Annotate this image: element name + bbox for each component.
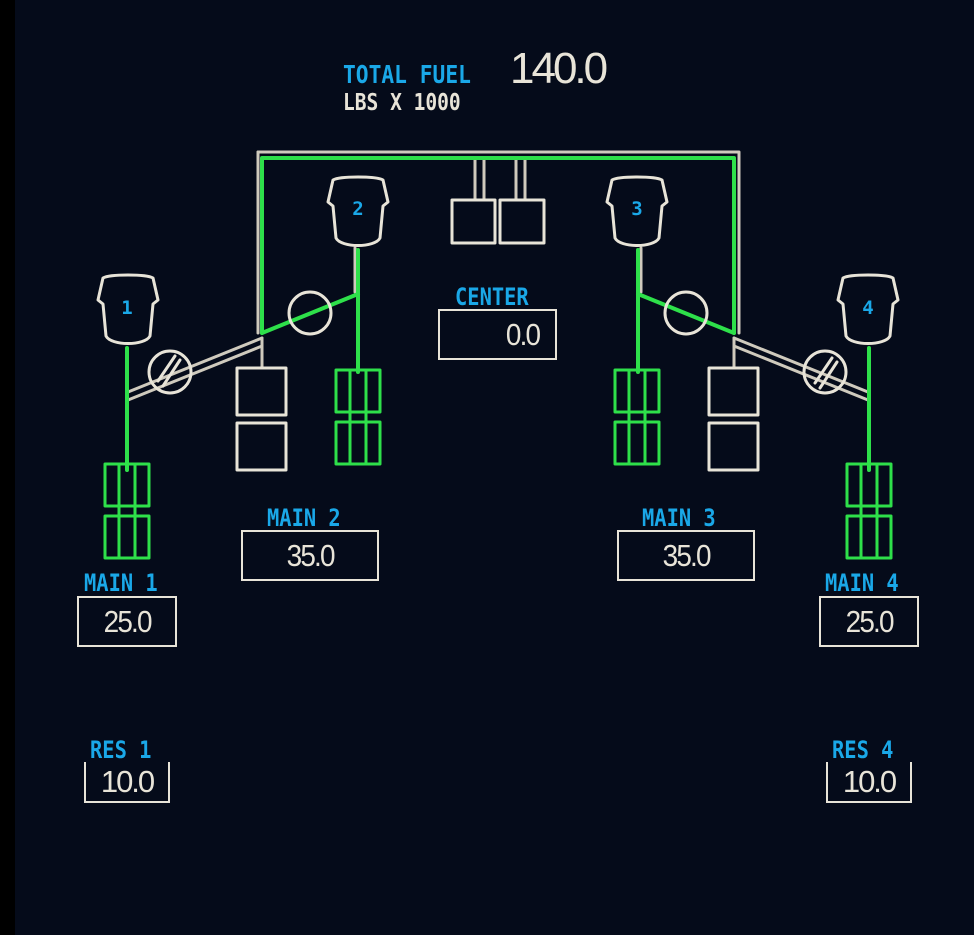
engine-1-icon bbox=[96, 273, 160, 345]
total-fuel-value: 140.0 bbox=[510, 44, 608, 93]
override-pumps-right bbox=[707, 366, 760, 472]
total-fuel-label: TOTAL FUEL bbox=[343, 60, 471, 89]
res4-tank-label: RES 4 bbox=[832, 736, 894, 764]
res4-tank-quantity: 10.0 bbox=[826, 762, 912, 803]
main3-tank-label: MAIN 3 bbox=[642, 504, 716, 532]
res1-tank-label: RES 1 bbox=[90, 736, 152, 764]
res1-tank-quantity: 10.0 bbox=[84, 762, 170, 803]
engine-3-number: 3 bbox=[631, 198, 642, 220]
crossfeed-valve-1 bbox=[147, 349, 193, 395]
override-pumps-left bbox=[235, 366, 288, 472]
main2-tank-label: MAIN 2 bbox=[267, 504, 341, 532]
main2-pumps bbox=[334, 368, 382, 466]
engine-1-number: 1 bbox=[121, 297, 132, 319]
crossfeed-valve-3 bbox=[663, 290, 709, 336]
engine-2-number: 2 bbox=[352, 198, 363, 220]
engine-4-icon bbox=[836, 273, 900, 345]
main1-tank-label: MAIN 1 bbox=[84, 569, 158, 597]
main1-pumps bbox=[103, 462, 151, 560]
main3-tank-quantity: 35.0 bbox=[617, 530, 755, 581]
center-pumps bbox=[450, 198, 546, 245]
engine-2-icon bbox=[326, 175, 390, 247]
main4-tank-label: MAIN 4 bbox=[825, 569, 899, 597]
engine-3-icon bbox=[605, 175, 669, 247]
active-fuel-lines bbox=[125, 156, 871, 472]
units-label: LBS X 1000 bbox=[343, 90, 461, 116]
crossfeed-valve-4 bbox=[802, 349, 848, 395]
main1-tank-quantity: 25.0 bbox=[77, 596, 177, 647]
fuel-synoptic-display bbox=[15, 0, 974, 935]
main4-tank-quantity: 25.0 bbox=[819, 596, 919, 647]
engine-4-number: 4 bbox=[862, 297, 873, 319]
crossfeed-valve-2 bbox=[287, 290, 333, 336]
inactive-fuel-lines bbox=[126, 150, 870, 402]
main2-tank-quantity: 35.0 bbox=[241, 530, 379, 581]
center-tank-label: CENTER bbox=[455, 283, 529, 311]
center-tank-quantity: 0.0 bbox=[438, 309, 557, 360]
main3-pumps bbox=[613, 368, 661, 466]
main4-pumps bbox=[845, 462, 893, 560]
